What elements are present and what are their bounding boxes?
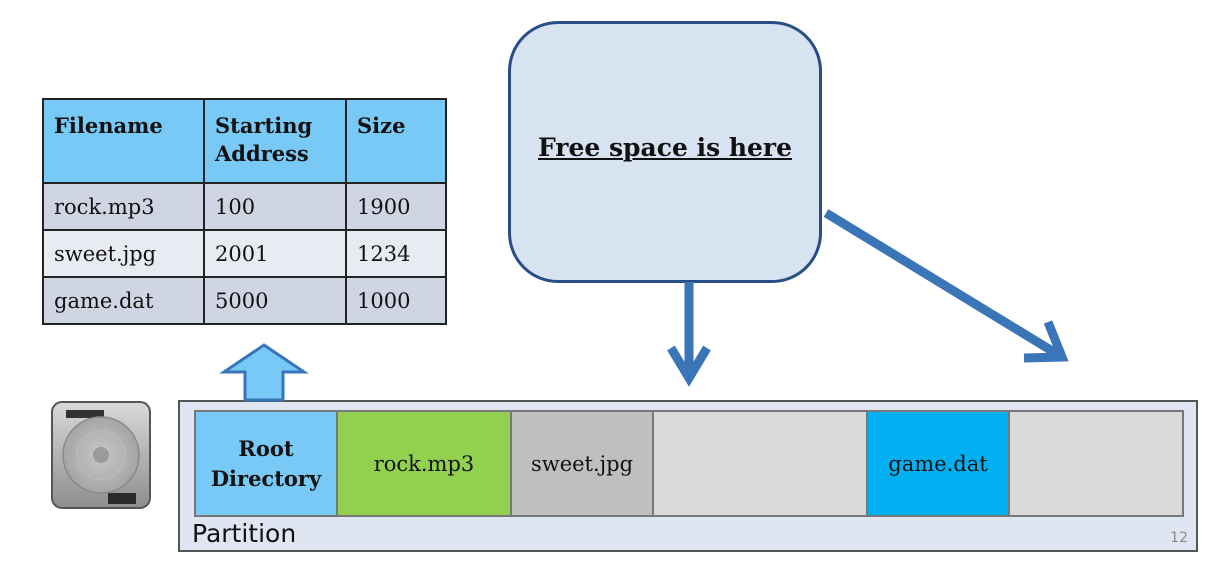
cell-start: 5000 [203, 276, 347, 325]
partition-label: Partition [192, 519, 297, 548]
partition: Root Directory rock.mp3 sweet.jpg game.d… [178, 400, 1198, 552]
cell-size: 1000 [345, 276, 447, 325]
cell-filename: rock.mp3 [42, 182, 205, 231]
block-root-directory: Root Directory [196, 412, 338, 515]
block-sweet-jpg: sweet.jpg [512, 412, 654, 515]
cell-start: 100 [203, 182, 347, 231]
header-starting-line1: Starting [215, 113, 313, 138]
root-line2: Directory [210, 465, 322, 491]
cell-filename: sweet.jpg [42, 229, 205, 278]
block-rock-mp3: rock.mp3 [338, 412, 512, 515]
header-size: Size [345, 98, 447, 184]
table-header-row: Filename Starting Address Size [42, 98, 447, 184]
table-row: rock.mp3 100 1900 [42, 182, 447, 231]
header-starting-line2: Address [215, 141, 309, 166]
block-free-space-2 [1010, 412, 1182, 515]
cell-start: 2001 [203, 229, 347, 278]
partition-blocks: Root Directory rock.mp3 sweet.jpg game.d… [194, 410, 1184, 517]
up-arrow-icon [219, 343, 309, 402]
down-arrow-icon [667, 282, 711, 387]
block-game-dat: game.dat [868, 412, 1010, 515]
callout-text: Free space is here [537, 132, 793, 162]
directory-table: Filename Starting Address Size rock.mp3 … [42, 98, 447, 325]
slide-number: 12 [1170, 530, 1188, 546]
root-line1: Root [238, 435, 294, 461]
hard-drive-icon [51, 401, 151, 509]
cell-size: 1234 [345, 229, 447, 278]
header-filename: Filename [42, 98, 205, 184]
table-row: sweet.jpg 2001 1234 [42, 229, 447, 278]
header-starting-address: Starting Address [203, 98, 347, 184]
cell-size: 1900 [345, 182, 447, 231]
free-space-callout: Free space is here [508, 21, 822, 283]
block-free-space-1 [654, 412, 868, 515]
table-row: game.dat 5000 1000 [42, 276, 447, 325]
diagonal-arrow-icon [823, 209, 1069, 363]
cell-filename: game.dat [42, 276, 205, 325]
